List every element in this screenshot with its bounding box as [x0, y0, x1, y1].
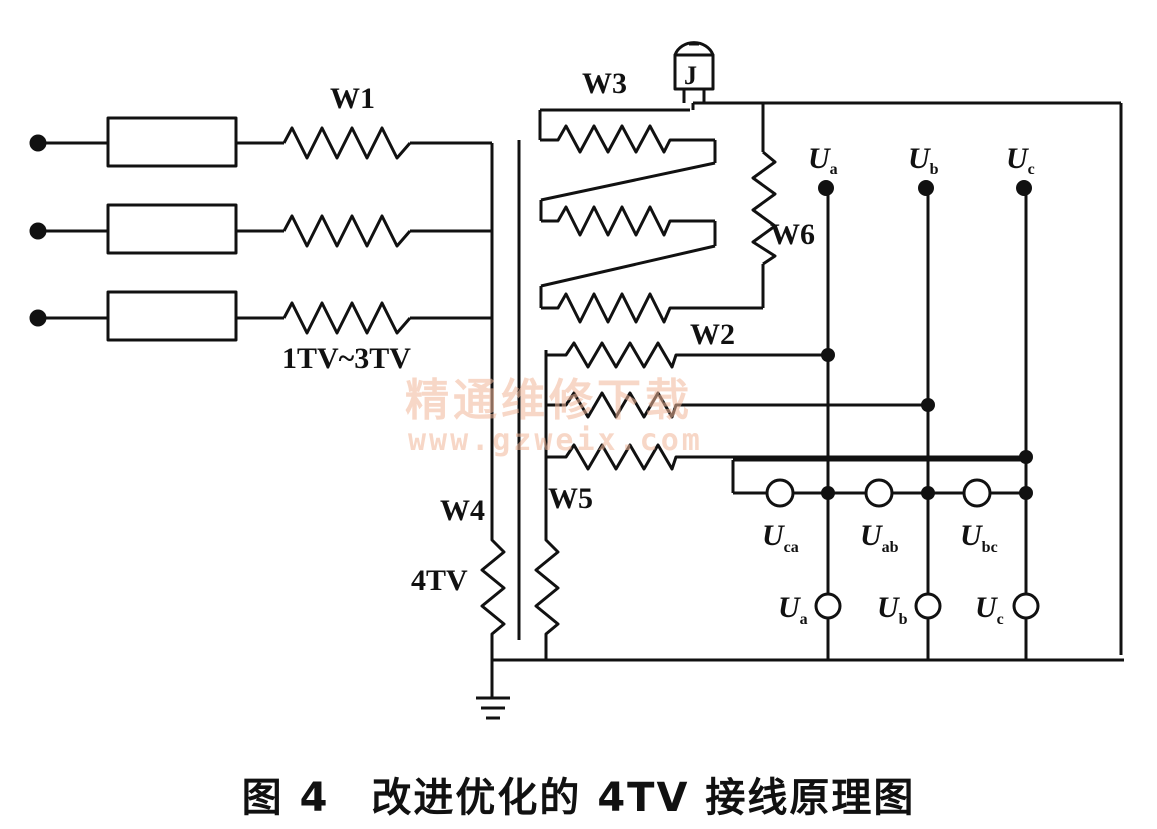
fuse	[106, 116, 238, 168]
meter-ua	[814, 592, 842, 620]
junction-dot	[921, 398, 935, 412]
label-terminal-ua: Ua	[808, 142, 838, 178]
label-relay-j: J	[684, 61, 697, 90]
label-meter-uab: Uab	[860, 519, 899, 556]
ground-icon	[476, 696, 510, 720]
meter-ub	[914, 592, 942, 620]
meter-uc	[1012, 592, 1040, 620]
label-meter-ub: Ub	[877, 591, 908, 628]
w2-windings	[544, 341, 1026, 471]
input-phase-3	[29, 290, 492, 342]
label-1tv-3tv: 1TV~3TV	[282, 342, 411, 375]
meter-uab	[864, 478, 894, 508]
fuse	[106, 290, 238, 342]
junction-dot	[1019, 450, 1033, 464]
figure-caption: 图 4 改进优化的 4TV 接线原理图	[241, 775, 916, 821]
junction-dot	[921, 486, 935, 500]
w1-winding	[282, 301, 412, 335]
label-meter-uc: Uc	[975, 591, 1004, 628]
label-meter-ua: Ua	[778, 591, 808, 628]
w3-winding	[538, 108, 763, 324]
w5-winding	[534, 530, 560, 660]
circuit-svg: 精通维修下载 www.gzweix.com W1 W3 W6 W2 1TV~3T…	[29, 41, 1124, 720]
label-meter-ubc: Ubc	[960, 519, 998, 556]
label-w2: W2	[690, 318, 735, 351]
w1-winding	[282, 214, 412, 248]
label-4tv: 4TV	[411, 564, 468, 597]
label-w6: W6	[770, 218, 815, 251]
terminal-ub	[918, 180, 934, 196]
meter-uca	[765, 478, 795, 508]
junction-dot	[1019, 486, 1033, 500]
watermark-url: www.gzweix.com	[408, 423, 703, 458]
meter-ubc	[962, 478, 992, 508]
label-terminal-ub: Ub	[908, 142, 939, 178]
label-terminal-uc: Uc	[1006, 142, 1035, 178]
label-meter-uca: Uca	[762, 519, 799, 556]
fuse	[106, 203, 238, 255]
terminal-ua	[818, 180, 834, 196]
relay-j	[673, 41, 715, 103]
label-w5: W5	[548, 482, 593, 515]
input-phase-2	[29, 203, 492, 255]
w1-winding	[282, 126, 412, 160]
label-w3: W3	[582, 67, 627, 100]
watermark-cn: 精通维修下载	[405, 375, 693, 426]
label-w1: W1	[330, 82, 375, 115]
junction-dot	[821, 348, 835, 362]
junction-dot	[821, 486, 835, 500]
w6-winding	[751, 150, 777, 266]
input-phase-1	[29, 116, 492, 168]
w4-winding	[480, 530, 506, 660]
label-w4: W4	[440, 494, 485, 527]
terminal-uc	[1016, 180, 1032, 196]
